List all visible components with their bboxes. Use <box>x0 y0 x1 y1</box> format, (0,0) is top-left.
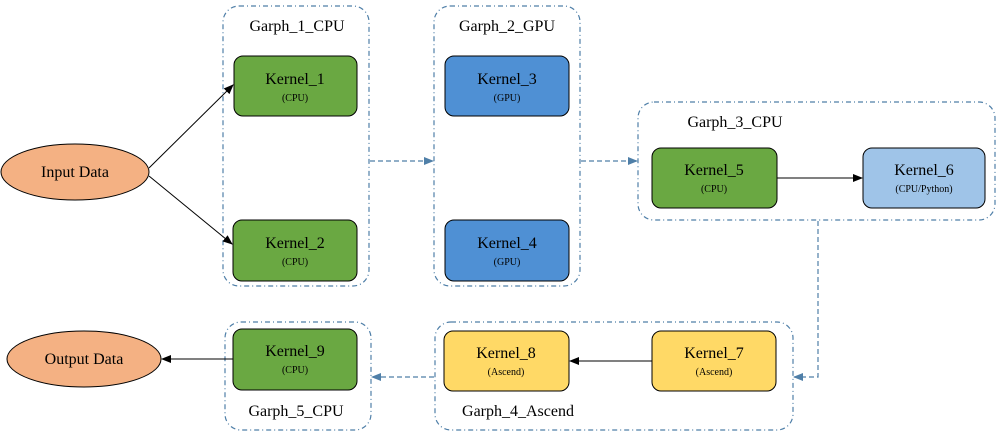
group-3-title: Garph_3_CPU <box>687 114 783 131</box>
kernel-9: Kernel_9 (CPU) <box>232 328 358 391</box>
arrow-group-3-to-group-4 <box>793 221 819 381</box>
kernel-1-name: Kernel_1 <box>265 71 325 88</box>
kernel-3-device: (GPU) <box>494 93 521 104</box>
kernel-4: Kernel_4 (GPU) <box>444 219 570 282</box>
kernel-3-name: Kernel_3 <box>477 71 537 88</box>
kernel-7-name: Kernel_7 <box>684 345 744 362</box>
group-2-title: Garph_2_GPU <box>459 18 555 35</box>
kernel-8-name: Kernel_8 <box>476 345 536 362</box>
group-1-border <box>222 5 370 287</box>
kernel-1-device: (CPU) <box>282 93 308 104</box>
kernel-4-name: Kernel_4 <box>477 235 537 252</box>
group-1-cpu: Garph_1_CPU <box>222 5 370 287</box>
kernel-5-device: (CPU) <box>701 184 727 195</box>
group-2-border <box>433 5 581 287</box>
kernel-4-device: (GPU) <box>494 257 521 268</box>
kernel-2: Kernel_2 (CPU) <box>232 219 358 282</box>
group-2-gpu: Garph_2_GPU <box>433 5 581 287</box>
group-3-cpu: Garph_3_CPU <box>637 101 996 221</box>
kernel-5: Kernel_5 (CPU) <box>651 147 778 209</box>
kernel-7: Kernel_7 (Ascend) <box>651 330 777 392</box>
kernel-2-name: Kernel_2 <box>265 235 325 252</box>
kernel-6: Kernel_6 (CPU/Python) <box>862 147 986 209</box>
output-data-node: Output Data <box>6 330 162 388</box>
input-data-node: Input Data <box>0 143 150 201</box>
group-1-title: Garph_1_CPU <box>249 18 345 35</box>
kernel-6-name: Kernel_6 <box>894 162 954 179</box>
kernel-5-name: Kernel_5 <box>684 162 744 179</box>
kernel-9-device: (CPU) <box>282 365 308 376</box>
kernel-3: Kernel_3 (GPU) <box>444 55 570 117</box>
kernel-9-name: Kernel_9 <box>265 343 325 360</box>
kernel-8-device: (Ascend) <box>488 367 525 378</box>
group-3-border <box>637 101 996 221</box>
arrow-input-to-kernel-1 <box>148 84 234 169</box>
group-5-title: Garph_5_CPU <box>248 403 344 420</box>
group-4-title: Garph_4_Ascend <box>462 403 574 420</box>
kernel-8: Kernel_8 (Ascend) <box>443 330 570 392</box>
output-data-label: Output Data <box>45 351 124 368</box>
kernel-1: Kernel_1 (CPU) <box>233 55 358 117</box>
kernel-2-device: (CPU) <box>282 257 308 268</box>
arrow-input-to-kernel-2 <box>148 175 233 245</box>
kernel-6-device: (CPU/Python) <box>895 184 952 195</box>
input-data-label: Input Data <box>41 164 109 181</box>
kernel-7-device: (Ascend) <box>696 367 733 378</box>
